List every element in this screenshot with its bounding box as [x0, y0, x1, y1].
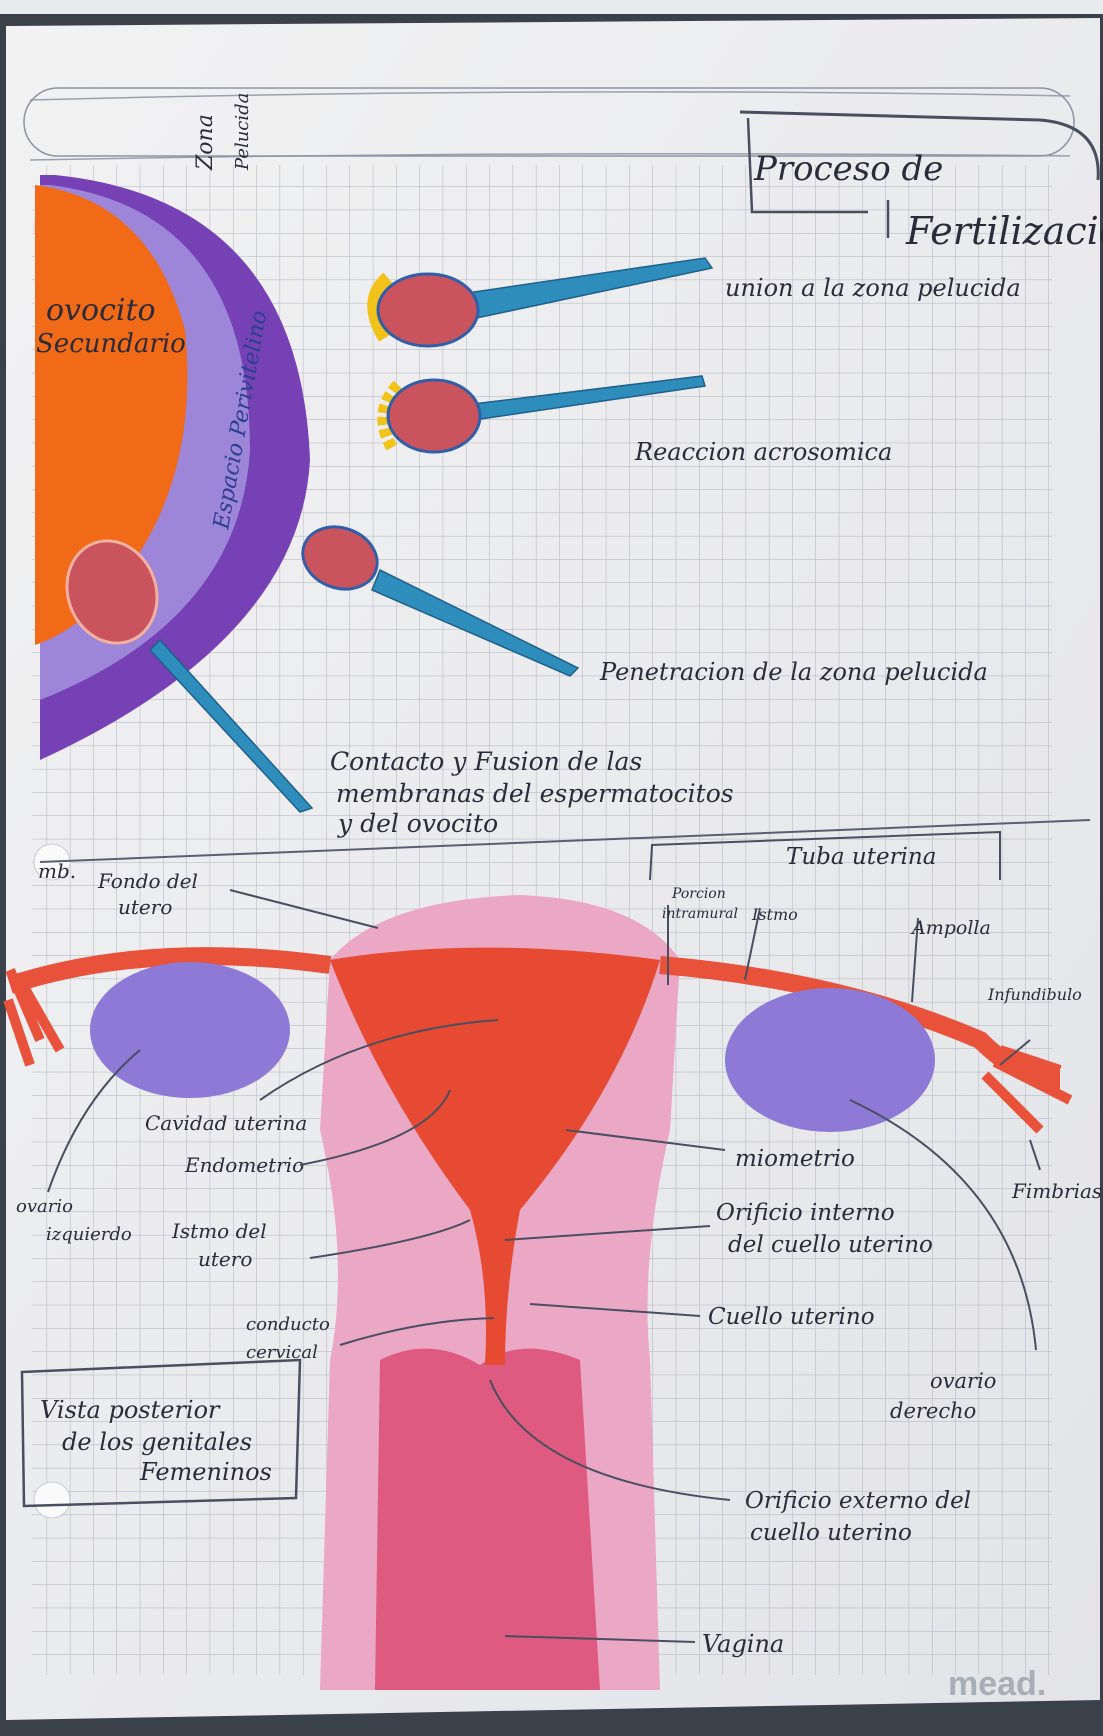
orificio-externo-label-1: Orificio externo del [745, 1488, 971, 1514]
infundibulo-label: Infundibulo [987, 985, 1082, 1004]
fondo-label-2: utero [118, 895, 172, 919]
zona-label-2: Pelucida [232, 93, 253, 171]
istmo-tuba-label: Istmo [751, 905, 798, 924]
ovario-izq-label-2: izquierdo [46, 1224, 132, 1245]
step-label-acrosome: Reaccion acrosomica [634, 438, 892, 466]
porcion-label-1: Porcion [671, 886, 726, 902]
cavidad-label: Cavidad uterina [145, 1111, 307, 1135]
porcion-label-2: intramural [662, 906, 738, 922]
fimbrias-label: Fimbrias [1011, 1179, 1102, 1203]
fondo-label-1: Fondo del [97, 869, 198, 893]
conducto-label-1: conducto [246, 1314, 330, 1335]
ovario-der-label-2: derecho [890, 1399, 976, 1423]
fusion-text-3: y del ovocito [337, 809, 498, 838]
orificio-externo-label-2: cuello uterino [750, 1520, 912, 1546]
fusion-text-2: membranas del espermatocitos [336, 779, 734, 808]
punch-hole-bottom [34, 1482, 70, 1518]
vagina-label: Vagina [702, 1630, 784, 1658]
previous-page-edge [0, 0, 1103, 14]
oocyte-label-1: ovocito [46, 293, 156, 328]
fusion-text-1: Contacto y Fusion de las [330, 747, 642, 776]
title-line-2: Fertilizacion [905, 209, 1103, 253]
left-ovary [90, 962, 290, 1098]
ovario-izq-label-1: ovario [16, 1196, 73, 1217]
endometrio-label: Endometrio [184, 1153, 304, 1177]
step-label-binding: union a la zona pelucida [725, 274, 1021, 302]
view-box-line-3: Femeninos [139, 1458, 272, 1486]
view-box-line-2: de los genitales [62, 1428, 252, 1456]
mead-logo: mead. [948, 1665, 1046, 1703]
step-label-penetration: Penetracion de la zona pelucida [599, 658, 988, 686]
right-ovary [725, 988, 935, 1132]
istmo-utero-label-1: Istmo del [171, 1219, 267, 1243]
ampolla-label: Ampolla [910, 917, 991, 939]
orificio-interno-label-2: del cuello uterino [728, 1232, 933, 1258]
title-line-1: Proceso de [753, 149, 943, 189]
cuello-label: Cuello uterino [708, 1304, 875, 1330]
zona-label-1: Zona [193, 114, 218, 171]
orificio-interno-label-1: Orificio interno [716, 1200, 895, 1226]
ovario-der-label-1: ovario [930, 1369, 996, 1393]
view-box-line-1: Vista posterior [40, 1396, 221, 1424]
istmo-utero-label-2: utero [198, 1247, 252, 1271]
oocyte-label-2: Secundario [36, 329, 186, 359]
tuba-label: Tuba uterina [786, 844, 936, 870]
corner-mark: mb. [38, 859, 76, 883]
miometrio-label: miometrio [735, 1146, 855, 1172]
